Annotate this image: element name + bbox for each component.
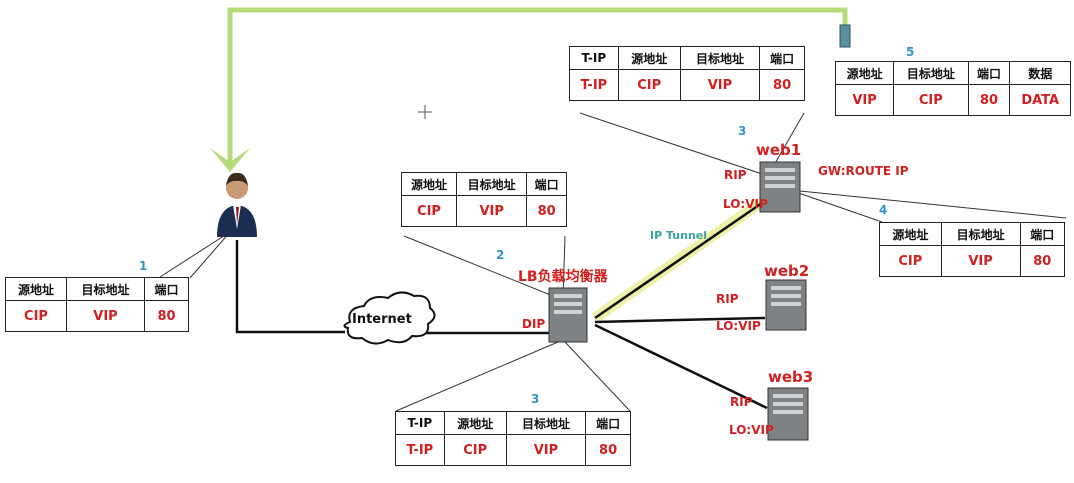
- table-header: 数据: [1009, 61, 1071, 85]
- table-header: 源地址: [5, 277, 67, 301]
- internet-label: Internet: [352, 312, 412, 327]
- table-cell: T-IP: [395, 434, 445, 466]
- step-4-label: 4: [879, 203, 888, 217]
- table-header: T-IP: [395, 411, 445, 435]
- table-cell: VIP: [455, 195, 528, 227]
- table-cell: VIP: [940, 245, 1021, 277]
- table-header: 端口: [144, 277, 189, 301]
- return-path-arrow: [210, 148, 250, 172]
- step-3-bottom-label: 3: [531, 392, 540, 406]
- table-header: 目标地址: [505, 411, 587, 435]
- web1-label: web1: [756, 141, 802, 159]
- packet-table-3-bottom: T-IP 源地址 目标地址 端口 T-IP CIP VIP 80: [395, 411, 631, 466]
- table-header: 源地址: [401, 172, 457, 196]
- table-header: 端口: [759, 46, 805, 70]
- table-header: 端口: [585, 411, 631, 435]
- table-header: T-IP: [569, 46, 619, 70]
- web1-gw-label: GW:ROUTE IP: [818, 164, 909, 178]
- table-cell: CIP: [879, 245, 942, 277]
- table-cell: 80: [759, 69, 805, 101]
- table-cell: VIP: [834, 84, 895, 116]
- dip-label: DIP: [522, 317, 546, 331]
- table-cell: 80: [526, 195, 567, 227]
- step-2-label: 2: [496, 248, 505, 262]
- packet-table-5: 源地址 目标地址 端口 数据 VIP CIP 80 DATA: [834, 61, 1071, 116]
- client-internet-line: [235, 240, 345, 334]
- web1-lo-label: LO:VIP: [723, 197, 768, 211]
- lb-web2-line: [594, 316, 766, 324]
- packet-table-2: 源地址 目标地址 端口 CIP VIP 80: [401, 172, 567, 227]
- web2-label: web2: [764, 262, 810, 280]
- table-header: 端口: [1019, 222, 1066, 246]
- table-cell: T-IP: [569, 69, 619, 101]
- client-user: [217, 172, 257, 237]
- crosshair-cursor-icon: [418, 105, 432, 119]
- lb-server: [548, 287, 588, 343]
- table-header: 源地址: [617, 46, 681, 70]
- table-header: 端口: [967, 61, 1011, 85]
- web3-rip-label: RIP: [730, 395, 753, 409]
- table-cell: VIP: [679, 69, 761, 101]
- table-header: 目标地址: [455, 172, 528, 196]
- step-5-label: 5: [906, 45, 915, 59]
- table-header: 目标地址: [893, 61, 969, 85]
- return-path-node: [839, 24, 851, 48]
- table-cell: 80: [967, 84, 1011, 116]
- table-header: 源地址: [879, 222, 942, 246]
- table-cell: 80: [1019, 245, 1066, 277]
- ip-tunnel-label: IP Tunnel: [650, 229, 708, 242]
- web2-lo-label: LO:VIP: [716, 319, 761, 333]
- lb-label: LB负载均衡器: [518, 269, 608, 285]
- table-cell: 80: [585, 434, 631, 466]
- table-header: 端口: [526, 172, 567, 196]
- table-header: 源地址: [834, 61, 895, 85]
- step-1-label: 1: [139, 259, 148, 273]
- table-header: 目标地址: [679, 46, 761, 70]
- web3-lo-label: LO:VIP: [729, 423, 774, 437]
- return-path-line: [227, 7, 848, 162]
- table-cell: CIP: [5, 300, 67, 332]
- table-header: 目标地址: [940, 222, 1021, 246]
- web3-server: [767, 387, 809, 441]
- table-header: 目标地址: [65, 277, 146, 301]
- web3-label: web3: [768, 368, 814, 386]
- web2-server: [765, 279, 807, 331]
- table-header: 源地址: [443, 411, 507, 435]
- table-cell: CIP: [401, 195, 457, 227]
- web1-server: [759, 161, 801, 213]
- table-cell: VIP: [65, 300, 146, 332]
- lb-web1-line: [594, 201, 763, 320]
- packet-table-1: 源地址 目标地址 端口 CIP VIP 80: [5, 277, 189, 332]
- web2-rip-label: RIP: [716, 292, 739, 306]
- table-cell: 80: [144, 300, 189, 332]
- packet-table-4: 源地址 目标地址 端口 CIP VIP 80: [879, 222, 1066, 277]
- packet-table-3-top: T-IP 源地址 目标地址 端口 T-IP CIP VIP 80: [569, 46, 805, 101]
- lb-web3-line: [594, 323, 768, 410]
- table-cell: CIP: [443, 434, 507, 466]
- web1-rip-label: RIP: [724, 168, 747, 182]
- table-cell: CIP: [893, 84, 969, 116]
- step-3-top-label: 3: [738, 124, 747, 138]
- table-cell: VIP: [505, 434, 587, 466]
- callout-lines: [159, 112, 1067, 412]
- table-cell: DATA: [1009, 84, 1071, 116]
- table-cell: CIP: [617, 69, 681, 101]
- internet-cloud: [343, 291, 436, 345]
